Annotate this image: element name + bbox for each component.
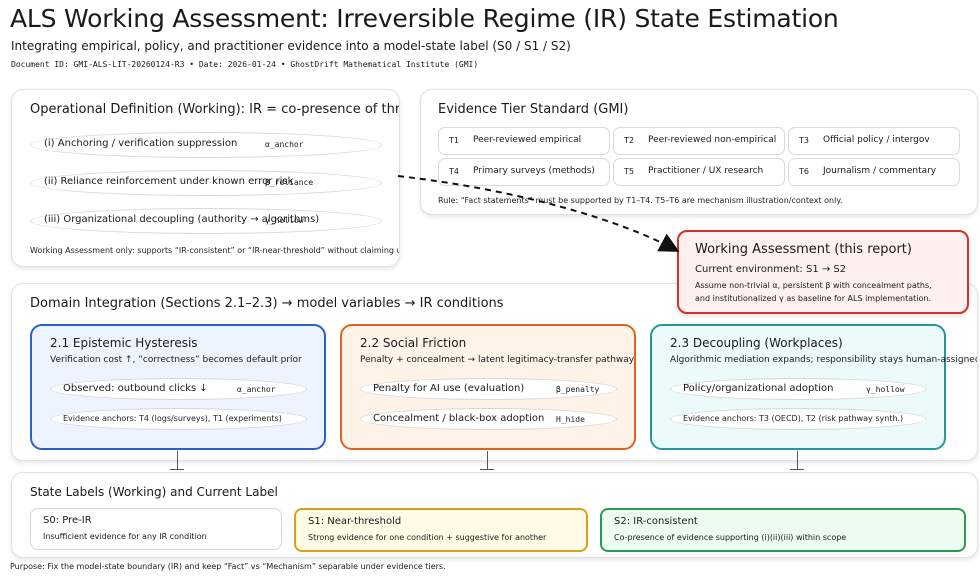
tier-t6: T6 Journalism / commentary: [788, 158, 960, 186]
alpha-anchor-var: α_anchor: [237, 385, 276, 394]
gamma-hollow-var: γ_hollow: [866, 385, 905, 394]
condition-var-2: β_reliance: [265, 178, 314, 187]
condition-pill-1: [30, 132, 382, 158]
state-labels-title: State Labels (Working) and Current Label: [30, 485, 278, 499]
concealment-pill: Concealment / black-box adoption H_hide: [360, 408, 617, 430]
tier-id: T3: [799, 136, 809, 145]
condition-label-1: (i) Anchoring / verification suppression: [44, 138, 238, 149]
domain-integration-title: Domain Integration (Sections 2.1–2.3) → …: [30, 296, 504, 311]
state-title: S0: Pre-IR: [43, 515, 92, 526]
assessment-line-1: Assume non-trivial α, persistent β with …: [695, 281, 932, 290]
connector-tee-1: [170, 469, 184, 470]
assessment-line-2: and institutionalized γ as baseline for …: [695, 294, 931, 303]
condition-pill-2: [30, 170, 382, 196]
tier-t4: T4 Primary surveys (methods): [438, 158, 610, 186]
arrow-path: [397, 175, 680, 252]
condition-pill-3: [30, 208, 382, 234]
state-s1: S1: Near-threshold Strong evidence for o…: [294, 508, 588, 552]
tier-id: T1: [449, 136, 459, 145]
domain-epistemic-hysteresis: 2.1 Epistemic Hysteresis Verification co…: [30, 324, 326, 450]
connector-line-2: [487, 451, 488, 469]
observed-label: Observed: outbound clicks ↓: [63, 383, 208, 394]
page-title: ALS Working Assessment: Irreversible Reg…: [10, 4, 839, 33]
state-s0: S0: Pre-IR Insufficient evidence for any…: [30, 508, 282, 550]
domain-social-friction: 2.2 Social Friction Penalty + concealmen…: [340, 324, 636, 450]
state-title: S1: Near-threshold: [308, 516, 402, 527]
domain-title: 2.2 Social Friction: [360, 336, 467, 350]
evidence-tier-panel: Evidence Tier Standard (GMI) T1 Peer-rev…: [420, 89, 978, 215]
tier-t5: T5 Practitioner / UX research: [613, 158, 785, 186]
tier-t3: T3 Official policy / intergov: [788, 127, 960, 155]
tier-id: T6: [799, 167, 809, 176]
domain-title: 2.3 Decoupling (Workplaces): [670, 336, 843, 350]
policy-pill: Policy/organizational adoption γ_hollow: [670, 378, 927, 400]
concealment-label: Concealment / black-box adoption: [373, 413, 545, 424]
state-title: S2: IR-consistent: [614, 516, 698, 527]
policy-label: Policy/organizational adoption: [683, 383, 834, 394]
state-desc: Co-presence of evidence supporting (i)(i…: [614, 533, 847, 542]
penalty-pill: Penalty for AI use (evaluation) β_penalt…: [360, 378, 617, 400]
beta-penalty-var: β_penalty: [556, 385, 600, 394]
current-environment: Current environment: S1 → S2: [695, 264, 847, 275]
penalty-label: Penalty for AI use (evaluation): [373, 383, 525, 394]
tier-label: Peer-reviewed empirical: [473, 135, 582, 145]
evidence-pill: Evidence anchors: T3 (OECD), T2 (risk pa…: [670, 408, 927, 430]
domain-subtitle: Algorithmic mediation expands; responsib…: [670, 355, 978, 365]
condition-var-3: γ_hollow: [265, 216, 304, 225]
tier-label: Practitioner / UX research: [648, 166, 764, 176]
evidence-tier-title: Evidence Tier Standard (GMI): [438, 102, 629, 117]
footer-purpose: Purpose: Fix the model-state boundary (I…: [10, 562, 446, 571]
evidence-anchors-label: Evidence anchors: T3 (OECD), T2 (risk pa…: [683, 414, 904, 423]
working-assessment-title: Working Assessment (this report): [695, 242, 912, 257]
operational-definition-panel: Operational Definition (Working): IR = c…: [11, 89, 400, 267]
tier-t1: T1 Peer-reviewed empirical: [438, 127, 610, 155]
connector-line-3: [797, 451, 798, 469]
domain-subtitle: Penalty + concealment → latent legitimac…: [360, 355, 635, 365]
operational-definition-title: Operational Definition (Working): IR = c…: [30, 102, 400, 117]
tier-id: T2: [624, 136, 634, 145]
connector-tee-2: [480, 469, 494, 470]
tier-id: T5: [624, 167, 634, 176]
state-s2: S2: IR-consistent Co-presence of evidenc…: [600, 508, 966, 552]
state-desc: Insufficient evidence for any IR conditi…: [43, 532, 207, 541]
evidence-pill: Evidence anchors: T4 (logs/surveys), T1 …: [50, 408, 307, 430]
working-assessment-box: Working Assessment (this report) Current…: [677, 230, 969, 314]
state-labels-panel: State Labels (Working) and Current Label…: [11, 472, 978, 558]
document-id: Document ID: GMI-ALS-LIT-20260124-R3 • D…: [11, 60, 479, 69]
evidence-anchors-label: Evidence anchors: T4 (logs/surveys), T1 …: [63, 414, 282, 423]
h-hide-var: H_hide: [556, 415, 585, 424]
connector-line-1: [177, 451, 178, 469]
tier-label: Journalism / commentary: [823, 166, 937, 176]
condition-var-1: α_anchor: [265, 140, 304, 149]
domain-decoupling: 2.3 Decoupling (Workplaces) Algorithmic …: [650, 324, 977, 450]
tier-t2: T2 Peer-reviewed non-empirical: [613, 127, 785, 155]
observed-pill: Observed: outbound clicks ↓ α_anchor: [50, 378, 307, 400]
condition-label-3: (iii) Organizational decoupling (authori…: [44, 214, 320, 225]
tier-id: T4: [449, 167, 459, 176]
state-desc: Strong evidence for one condition + sugg…: [308, 533, 547, 542]
page-subtitle: Integrating empirical, policy, and pract…: [11, 39, 571, 53]
domain-subtitle: Verification cost ↑, “correctness” becom…: [50, 355, 302, 365]
working-assessment-note: Working Assessment only: supports “IR-co…: [30, 246, 399, 255]
tier-label: Primary surveys (methods): [473, 166, 595, 176]
connector-tee-3: [790, 469, 804, 470]
evidence-rule: Rule: “Fact statements” must be supporte…: [438, 196, 843, 205]
tier-label: Peer-reviewed non-empirical: [648, 135, 777, 145]
condition-label-2: (ii) Reliance reinforcement under known …: [44, 176, 294, 187]
domain-title: 2.1 Epistemic Hysteresis: [50, 336, 198, 350]
tier-label: Official policy / intergov: [823, 135, 930, 145]
